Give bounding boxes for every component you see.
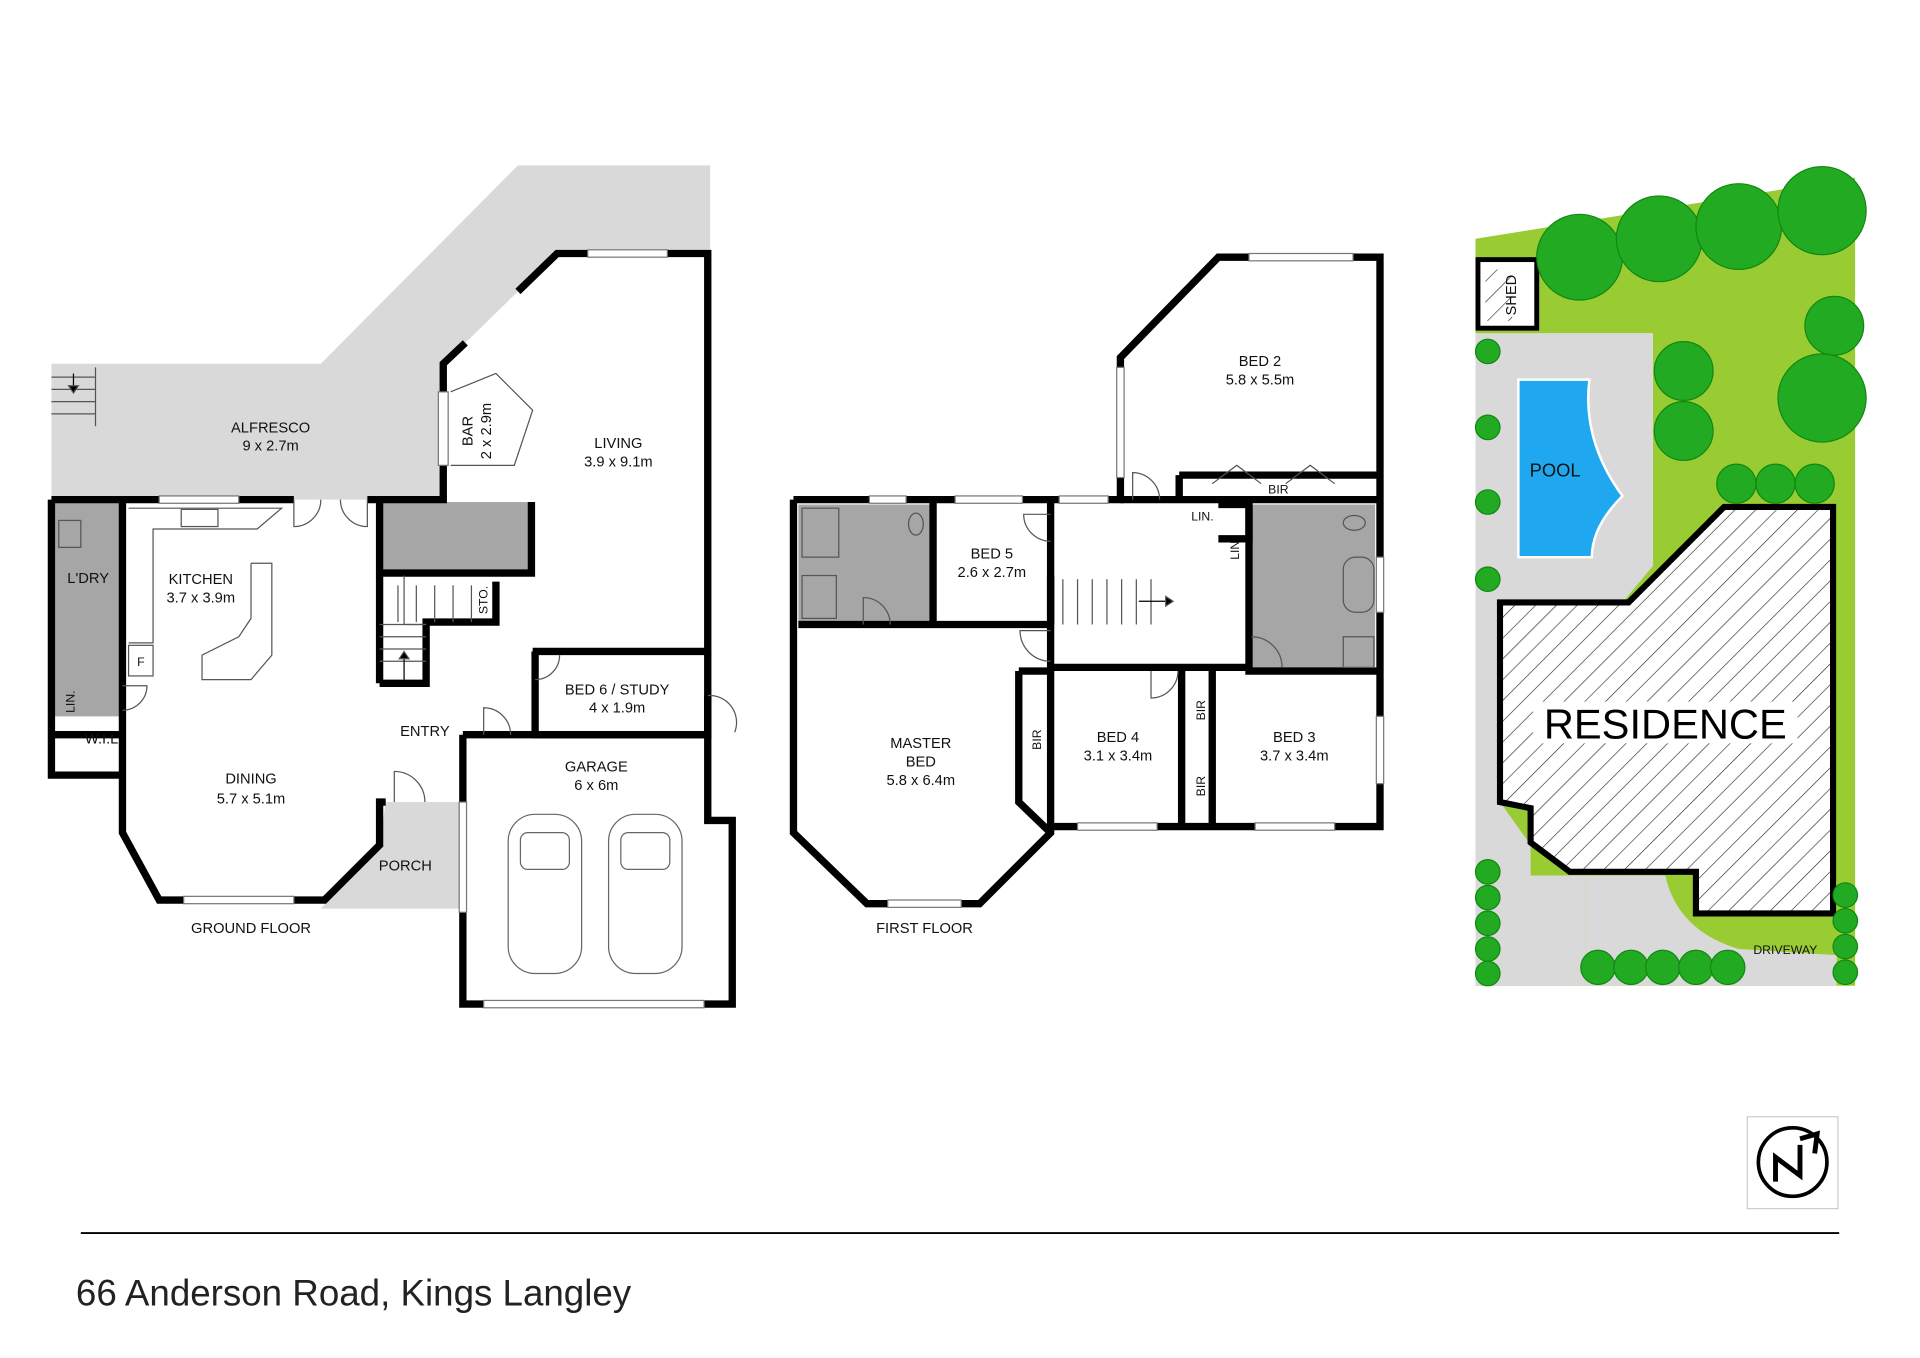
study-label: BED 6 / STUDY bbox=[565, 682, 670, 698]
master-bed-label: MASTER bbox=[890, 736, 951, 752]
window bbox=[887, 899, 962, 908]
linen-label: LIN. bbox=[1228, 537, 1242, 559]
dining-size: 5.7 x 5.1m bbox=[217, 791, 286, 807]
bed4-size: 3.1 x 3.4m bbox=[1084, 748, 1153, 764]
alfresco-stairs bbox=[51, 367, 97, 427]
doors bbox=[122, 499, 738, 803]
alfresco-label: ALFRESCO bbox=[231, 420, 310, 436]
window bbox=[458, 801, 468, 913]
master-bed-label-2: BED bbox=[906, 755, 936, 771]
ground-floor-walls bbox=[47, 249, 736, 1008]
garage-door bbox=[483, 999, 705, 1009]
bed4-label: BED 4 bbox=[1097, 730, 1139, 746]
alfresco-area bbox=[51, 165, 711, 500]
ensuite-area bbox=[798, 504, 934, 623]
pool bbox=[1517, 378, 1625, 559]
bed2-label: BED 2 bbox=[1239, 354, 1281, 370]
linen-label: LIN. bbox=[1191, 509, 1213, 523]
window bbox=[437, 391, 449, 466]
ground-floor: ALFRESCO 9 x 2.7m BAR 2 x 2.9m LIVING 3.… bbox=[47, 165, 738, 1009]
trees bbox=[1474, 165, 1867, 987]
dining-label: DINING bbox=[225, 772, 276, 788]
laundry-label: L'DRY bbox=[67, 571, 109, 587]
storage-label: STO. bbox=[476, 586, 490, 614]
master-bed-size: 5.8 x 6.4m bbox=[887, 773, 956, 789]
bed5-size: 2.6 x 2.7m bbox=[958, 565, 1027, 581]
window bbox=[158, 495, 240, 504]
bed3-label: BED 3 bbox=[1273, 730, 1315, 746]
alfresco-size: 9 x 2.7m bbox=[242, 439, 298, 455]
bathroom-area bbox=[1248, 504, 1376, 672]
staircase bbox=[379, 585, 473, 680]
first-floor: BED 2 5.8 x 5.5m BIR BED 5 2.6 x 2.7m LI… bbox=[789, 252, 1385, 937]
bir-label: BIR bbox=[1194, 700, 1208, 721]
bar-size: 2 x 2.9m bbox=[479, 403, 495, 459]
bathroom-area bbox=[379, 502, 532, 574]
entry-label: ENTRY bbox=[400, 724, 450, 740]
kitchen-label: KITCHEN bbox=[169, 572, 233, 588]
porch-label: PORCH bbox=[379, 859, 432, 875]
window bbox=[1058, 495, 1109, 504]
window bbox=[183, 895, 295, 905]
shed-hatch bbox=[1485, 269, 1513, 321]
doors-and-fixtures bbox=[801, 464, 1375, 699]
master-bir-label: BIR bbox=[1030, 729, 1044, 750]
window bbox=[1375, 556, 1385, 613]
living-size: 3.9 x 9.1m bbox=[584, 455, 653, 471]
bar-label: BAR bbox=[461, 416, 477, 446]
window bbox=[868, 495, 907, 504]
window bbox=[1375, 715, 1385, 785]
bir-label: BIR bbox=[1194, 776, 1208, 797]
window bbox=[587, 249, 668, 258]
bar-counter bbox=[450, 372, 534, 466]
fridge-label: F bbox=[137, 655, 144, 669]
study-size: 4 x 1.9m bbox=[589, 701, 645, 717]
window bbox=[954, 495, 1024, 504]
bed2-size: 5.8 x 5.5m bbox=[1226, 373, 1295, 389]
window bbox=[1116, 366, 1125, 479]
residence-label-bg bbox=[1533, 701, 1798, 744]
window bbox=[1248, 252, 1354, 262]
driveway-label: DRIVEWAY bbox=[1753, 943, 1817, 957]
cars bbox=[507, 813, 683, 975]
linen-label: LIN. bbox=[64, 690, 78, 712]
bed3-size: 3.7 x 3.4m bbox=[1260, 748, 1329, 764]
laundry-area bbox=[53, 502, 123, 717]
bed5-label: BED 5 bbox=[971, 546, 1013, 562]
property-address: 66 Anderson Road, Kings Langley bbox=[76, 1272, 632, 1313]
first-floor-label: FIRST FLOOR bbox=[876, 921, 973, 937]
site-plan: RESIDENCE SHED POOL DRIVEWAY bbox=[1474, 165, 1867, 987]
pool-label: POOL bbox=[1530, 459, 1581, 480]
garage-size: 6 x 6m bbox=[574, 778, 618, 794]
porch-area bbox=[320, 802, 460, 909]
north-compass: N bbox=[1746, 1116, 1839, 1210]
window bbox=[1076, 822, 1158, 831]
north-arrow-icon bbox=[1773, 1130, 1821, 1182]
living-label: LIVING bbox=[594, 436, 642, 452]
kitchen-size: 3.7 x 3.9m bbox=[167, 590, 236, 606]
window bbox=[1254, 822, 1336, 831]
residence-label: RESIDENCE bbox=[1544, 700, 1787, 747]
shed-label: SHED bbox=[1504, 275, 1520, 316]
wil-label: W.I.L bbox=[85, 731, 118, 747]
bed2-bir-label: BIR bbox=[1268, 482, 1289, 496]
ground-floor-label: GROUND FLOOR bbox=[191, 921, 311, 937]
garage-label: GARAGE bbox=[565, 759, 628, 775]
